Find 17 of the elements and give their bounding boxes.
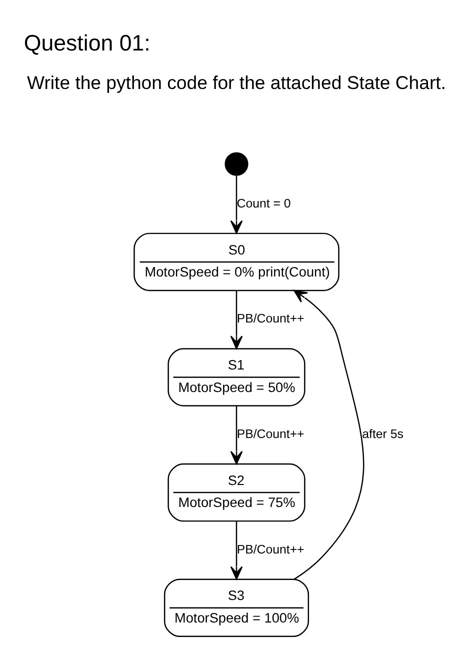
label: Write the python code for the attached State Chart. bbox=[26, 72, 446, 93]
arrow bbox=[230, 520, 242, 580]
node-box: S0 MotorSpeed = 0% print(Count) bbox=[133, 232, 339, 291]
arrow bbox=[230, 405, 242, 464]
arrow bbox=[230, 290, 242, 349]
node-box: S1 MotorSpeed = 50% bbox=[167, 348, 305, 406]
edge-label: after 5s bbox=[362, 426, 403, 440]
edge-label: PB/Count++ bbox=[236, 542, 304, 556]
edge-label: Count = 0 bbox=[236, 196, 290, 210]
diagram-title: Question 01: bbox=[23, 30, 150, 55]
node-box: S3 MotorSpeed = 100% bbox=[163, 578, 309, 636]
edge-label: PB/Count++ bbox=[236, 426, 304, 440]
arrow bbox=[230, 174, 242, 234]
arrow bbox=[293, 289, 364, 580]
edge-label: PB/Count++ bbox=[236, 311, 304, 326]
node-box: S2 MotorSpeed = 75% bbox=[167, 462, 305, 522]
node-circle bbox=[224, 152, 248, 176]
